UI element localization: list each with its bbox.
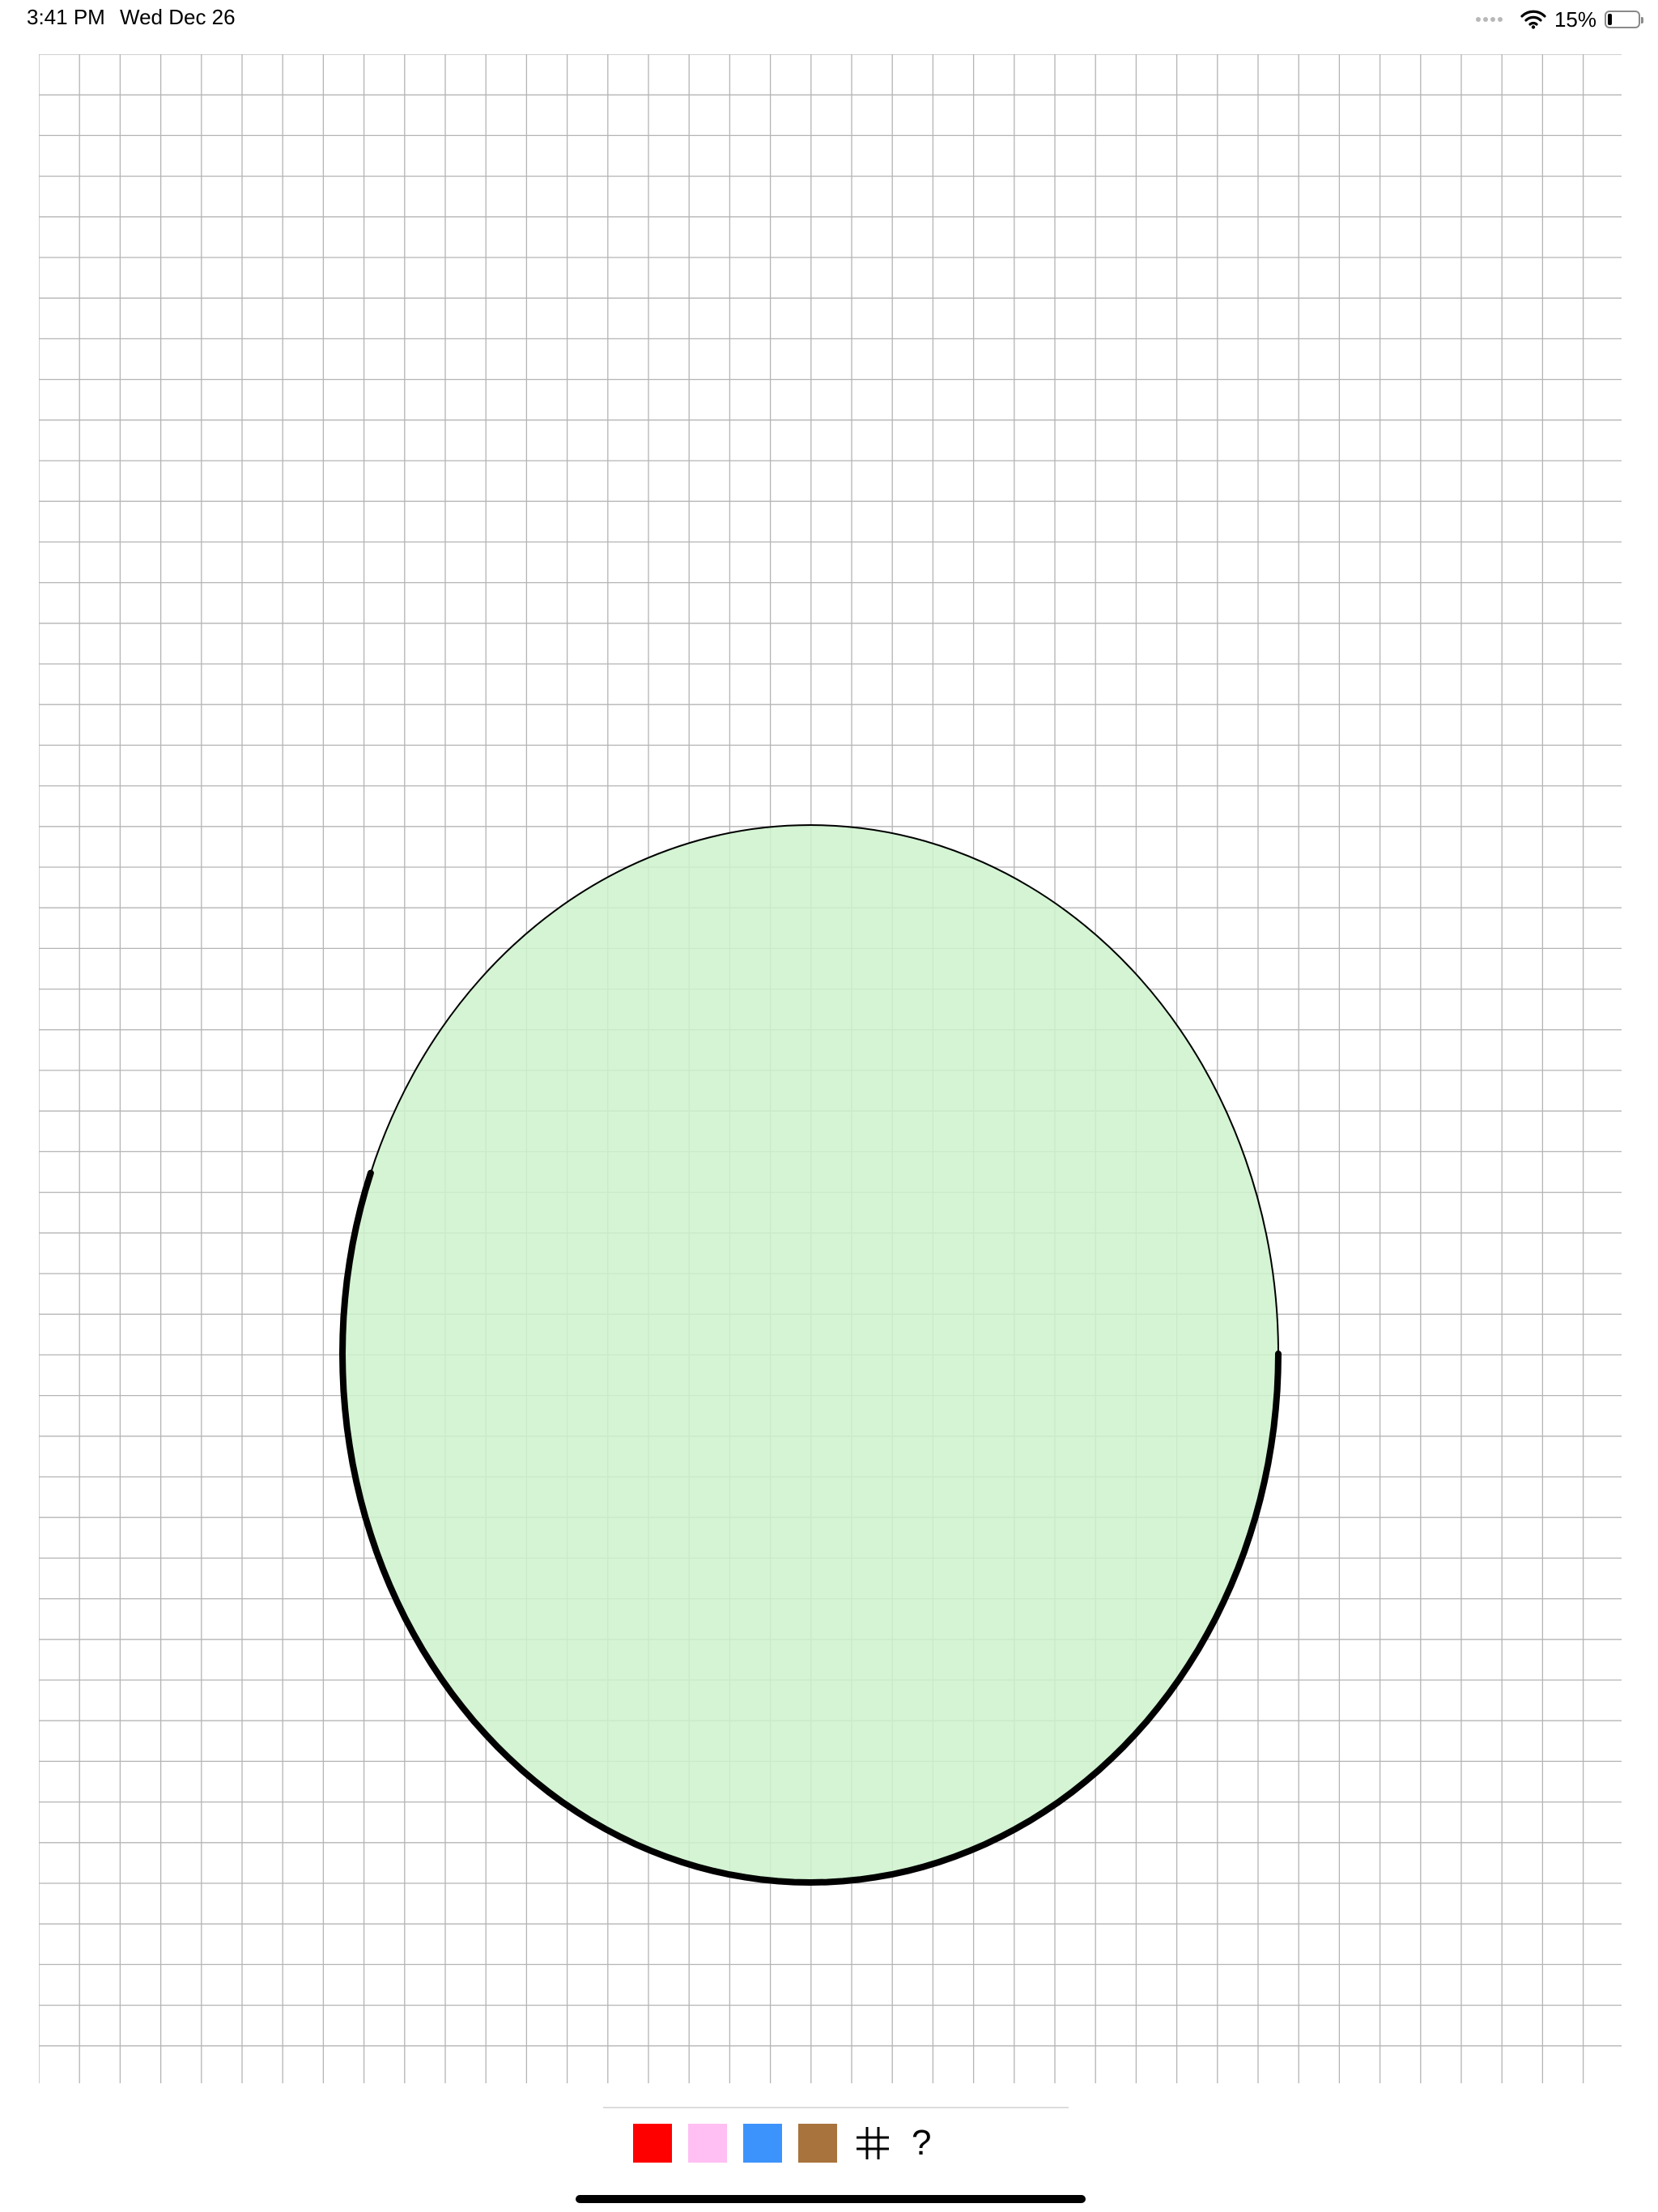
color-toolbar: ? bbox=[633, 2123, 931, 2163]
wifi-icon bbox=[1520, 10, 1546, 29]
ellipse-shape[interactable] bbox=[342, 824, 1279, 1883]
canvas-drawing[interactable] bbox=[39, 54, 1622, 2083]
status-bar: 3:41 PM Wed Dec 26 15% bbox=[0, 0, 1658, 39]
cellular-signal-icon bbox=[1475, 17, 1503, 22]
status-indicators: 15% bbox=[1475, 5, 1643, 34]
home-indicator[interactable] bbox=[576, 2195, 1086, 2203]
ellipse-heavy-stroke bbox=[338, 1169, 1282, 1887]
swatch-blue[interactable] bbox=[743, 2124, 782, 2163]
help-button[interactable]: ? bbox=[912, 2123, 932, 2163]
swatch-pink[interactable] bbox=[688, 2124, 727, 2163]
battery-percent: 15% bbox=[1554, 6, 1596, 32]
grid-hash-icon[interactable] bbox=[853, 2124, 892, 2163]
status-date: Wed Dec 26 bbox=[120, 5, 236, 29]
swatch-brown[interactable] bbox=[798, 2124, 837, 2163]
toolbar-divider bbox=[603, 2107, 1069, 2108]
battery-level-fill bbox=[1608, 14, 1612, 25]
battery-icon bbox=[1605, 11, 1643, 28]
drawing-canvas[interactable] bbox=[39, 54, 1622, 2083]
swatch-red[interactable] bbox=[633, 2124, 672, 2163]
status-time: 3:41 PM bbox=[27, 5, 105, 29]
